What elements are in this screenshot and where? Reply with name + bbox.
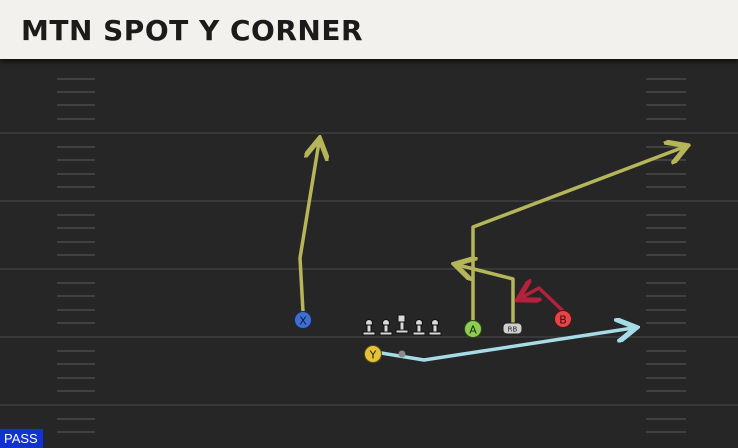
- player-a-label: A: [469, 324, 477, 337]
- player-y-label: Y: [369, 349, 377, 362]
- y-route: [379, 328, 633, 362]
- x-route: [298, 142, 319, 314]
- yard-lines: [0, 132, 738, 406]
- qb-marker: [398, 350, 406, 358]
- hash-marks-left: [57, 78, 95, 433]
- a-route: [471, 147, 684, 324]
- hash-marks-right: [646, 78, 686, 433]
- lineman-icon: [428, 319, 442, 336]
- lineman-icon: [412, 319, 426, 336]
- field: X A RB B Y: [0, 59, 738, 448]
- player-a[interactable]: A: [464, 320, 482, 338]
- play-title: MTN SPOT Y CORNER: [21, 14, 364, 47]
- player-rb[interactable]: RB: [502, 322, 523, 335]
- header-bar: MTN SPOT Y CORNER: [0, 0, 738, 59]
- offensive-line: [362, 314, 442, 336]
- b-route: [521, 288, 565, 313]
- center-icon: [395, 314, 409, 334]
- player-y[interactable]: Y: [364, 345, 382, 363]
- player-b[interactable]: B: [554, 310, 572, 328]
- lineman-icon: [379, 319, 393, 336]
- lineman-icon: [362, 319, 376, 336]
- play-diagram: X A RB B Y: [0, 78, 738, 433]
- player-x-label: X: [299, 315, 307, 328]
- player-x[interactable]: X: [294, 311, 312, 329]
- player-rb-label: RB: [508, 326, 518, 334]
- rb-route: [458, 265, 515, 324]
- player-b-label: B: [559, 314, 567, 327]
- play-type-badge: PASS: [0, 429, 43, 448]
